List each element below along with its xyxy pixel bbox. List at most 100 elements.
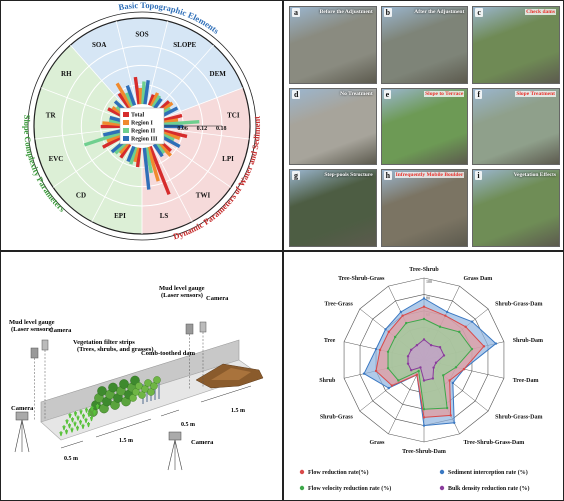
radar-point: [374, 369, 378, 373]
photo-label: b: [383, 8, 393, 17]
radar-point: [422, 408, 426, 411]
vegetation-label: Vegetation filter strips(Trees, shrubs, …: [73, 339, 154, 353]
grass-icon: [84, 417, 88, 423]
legend-label: Flow reduction rate(%): [308, 469, 369, 476]
tree-icon: [97, 386, 107, 396]
radar-point: [451, 381, 455, 385]
radar-point: [422, 305, 426, 308]
grass-icon: [76, 415, 80, 421]
radar-axis-label: Shrub-Grass-Dam: [495, 415, 542, 421]
bar-region-ii: [144, 147, 154, 174]
radar-point: [386, 350, 390, 353]
radar-point: [417, 369, 420, 373]
grass-icon: [59, 431, 63, 437]
shrub-icon: [132, 388, 140, 396]
radar-point: [422, 297, 426, 300]
dimension-label-1: 0.5 m: [64, 456, 78, 462]
grass-icon: [87, 411, 91, 417]
bar-region-iii: [102, 129, 121, 137]
radar-point: [422, 424, 426, 427]
radar-point: [384, 328, 387, 331]
flume-diagram: Mud level gauge(Laser sensors) Camera Mu…: [9, 285, 264, 471]
category-label: EVC: [49, 155, 64, 163]
camera-left-icon: [41, 339, 49, 420]
bar-region-ii: [108, 118, 121, 125]
legend-label: Sediment interception rate (%): [448, 469, 528, 476]
radar-point: [374, 347, 378, 351]
legend-dot: [299, 469, 305, 475]
shrub-icon: [144, 379, 152, 387]
radar-point: [458, 330, 461, 334]
radar-axis-label: Tree-Shrub-Dam: [402, 449, 446, 455]
bar-region-iii: [160, 135, 181, 148]
photo-title: Step-pools Structure: [324, 172, 373, 179]
grass-icon: [70, 417, 75, 423]
radar-point: [432, 366, 435, 369]
radar-axis-label: Shrub-Grass-Dam: [495, 301, 542, 307]
bar-region-iii: [126, 145, 136, 163]
radar-point: [470, 320, 474, 323]
grass-icon: [68, 413, 72, 419]
shrub-icon: [129, 394, 137, 402]
category-label: TR: [46, 111, 57, 119]
spoke: [163, 128, 250, 140]
photo-label: f: [475, 89, 482, 99]
category-label: RH: [61, 70, 72, 78]
photo-label: a: [292, 8, 300, 17]
axis-tick: 0.06: [177, 126, 188, 132]
axis-tick: 0.18: [216, 126, 227, 132]
radar-point: [387, 330, 390, 334]
radar-point: [362, 372, 366, 375]
dimension-label-3: 0.5 m: [181, 422, 195, 428]
shrub-icon: [138, 391, 146, 399]
camera-right-label: Camera: [206, 295, 229, 302]
bar-region-i: [163, 118, 179, 125]
radar-axis-label: Shrub-Grass: [320, 415, 354, 421]
radar-ring-label: 100: [426, 279, 432, 284]
radar-point: [438, 325, 442, 328]
radar-point: [444, 314, 447, 317]
radar-point: [397, 379, 400, 382]
grass-icon: [65, 419, 69, 425]
legend-dot: [439, 485, 445, 491]
tree-icon: [108, 382, 118, 393]
radar-axis-label: Tree-Shrub: [409, 267, 439, 273]
radar-axis-label: Grass: [370, 440, 386, 446]
bar-region-i: [118, 142, 130, 155]
bar-region-ii: [83, 131, 122, 147]
grass-icon: [90, 405, 94, 411]
bar-region-ii: [124, 92, 135, 107]
photo-title: After the Adjustment: [414, 9, 465, 15]
camera-side-label: Camera: [11, 405, 34, 412]
spoke: [146, 21, 169, 105]
legend-label: Bulk density reduction rate (%): [448, 485, 530, 492]
bar-region-i: [149, 92, 160, 107]
radar-point: [431, 377, 435, 380]
legend-dot: [299, 485, 305, 491]
bar-region-iii: [152, 143, 164, 158]
bar-region-ii: [141, 81, 146, 105]
bar-region-iii: [109, 115, 122, 123]
radar-axis-label: Tree-Dam: [513, 378, 539, 384]
shrub-icon: [135, 382, 143, 390]
radar-point: [464, 325, 467, 328]
legend-swatch: [123, 136, 129, 141]
tree-strip: [88, 375, 161, 417]
radar-point: [405, 321, 408, 325]
category-label: CD: [76, 191, 86, 199]
sediment-pile-top: [211, 368, 251, 380]
spoke: [40, 87, 122, 119]
spoke: [156, 44, 214, 110]
radar-point: [406, 355, 410, 358]
shrub-icon: [150, 382, 158, 390]
dimension-label-2: 1.5 m: [119, 438, 133, 444]
category-label: SOA: [92, 41, 106, 49]
radar-point: [442, 354, 446, 357]
grass-icon: [62, 425, 66, 431]
